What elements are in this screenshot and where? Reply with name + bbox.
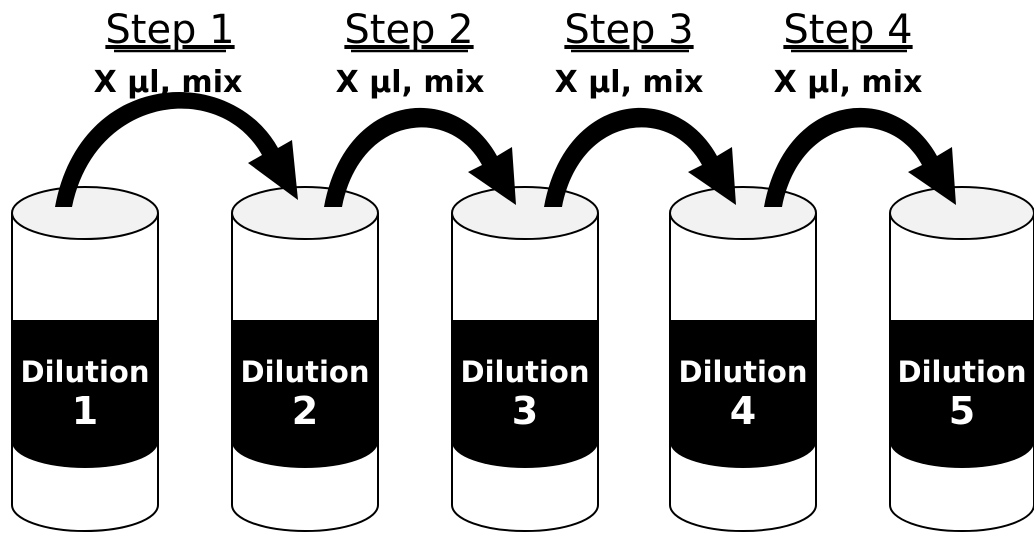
step-3-title: Step 3	[564, 7, 693, 53]
tube-2-number: 2	[292, 389, 318, 433]
tube-1-label: Dilution	[21, 355, 150, 389]
step-2-subtitle: X µl, mix	[336, 65, 485, 100]
tube-4-number: 4	[730, 389, 756, 433]
tube-5: Dilution 5	[889, 186, 1034, 532]
transfer-arrow-1	[55, 91, 298, 207]
tube-1-number: 1	[72, 389, 98, 433]
tube-3-label: Dilution	[461, 355, 590, 389]
step-1-subtitle: X µl, mix	[94, 65, 243, 100]
tube-5-number: 5	[949, 389, 975, 433]
step-2-title: Step 2	[344, 7, 473, 53]
tube-2-label: Dilution	[241, 355, 370, 389]
transfer-arrow-4	[764, 107, 956, 207]
step-4-subtitle: X µl, mix	[774, 65, 923, 100]
tube-4-label: Dilution	[679, 355, 808, 389]
tube-3-number: 3	[512, 389, 538, 433]
transfer-arrow-2	[324, 107, 516, 207]
tube-1: Dilution 1	[11, 186, 159, 532]
tube-5-label: Dilution	[898, 355, 1027, 389]
step-4-title: Step 4	[783, 7, 912, 53]
tube-4: Dilution 4	[669, 186, 817, 532]
tube-3: Dilution 3	[451, 186, 599, 532]
step-1-title: Step 1	[105, 7, 234, 53]
transfer-arrow-3	[544, 107, 736, 207]
tube-2: Dilution 2	[231, 186, 379, 532]
step-3-subtitle: X µl, mix	[555, 65, 704, 100]
